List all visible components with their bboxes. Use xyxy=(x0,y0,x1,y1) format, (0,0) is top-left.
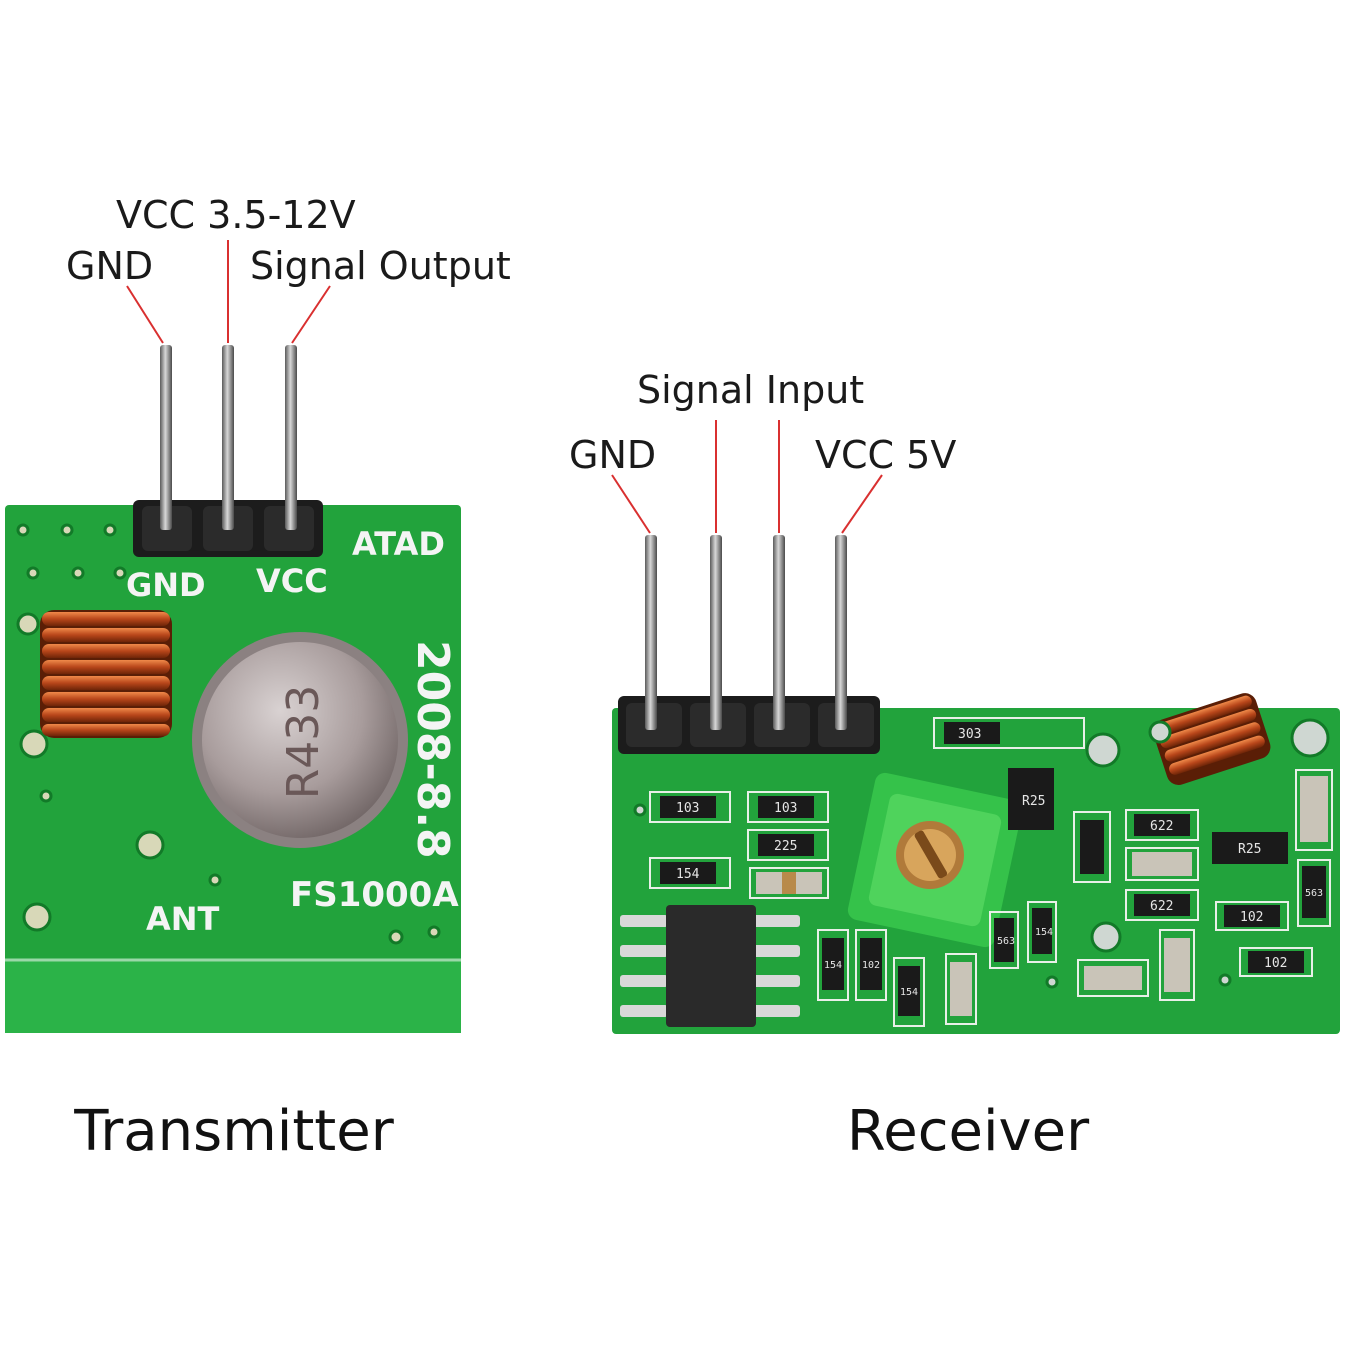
svg-text:154: 154 xyxy=(900,987,918,998)
receiver-vias xyxy=(633,718,1330,989)
receiver-trimmer xyxy=(847,772,1023,948)
transmitter-module: R433 GND VCC ATAD ANT FS1000A 2008-8.8 G… xyxy=(5,193,511,1164)
transmitter-signal-pin xyxy=(285,345,297,530)
rx-vcc-label: VCC 5V xyxy=(815,433,956,477)
svg-text:225: 225 xyxy=(774,839,797,854)
silk-gnd: GND xyxy=(126,566,206,604)
smd-6: 622 xyxy=(1125,809,1199,841)
svg-text:563: 563 xyxy=(997,936,1015,947)
leader-tx-signal xyxy=(291,285,331,344)
smd-14: 154 xyxy=(817,929,849,1001)
transmitter-vcc-pin xyxy=(222,345,234,530)
transmitter-antenna-strip xyxy=(5,960,461,1033)
smd-16: 154 xyxy=(893,957,925,1027)
svg-text:R25: R25 xyxy=(1022,794,1045,809)
svg-text:R25: R25 xyxy=(1238,842,1261,857)
tx-signal-label: Signal Output xyxy=(250,244,511,288)
receiver-ic xyxy=(620,905,800,1027)
silk-vcc: VCC xyxy=(256,562,328,600)
svg-text:102: 102 xyxy=(1264,956,1287,971)
smd-9: 563 xyxy=(989,911,1019,969)
resonator-marking: R433 xyxy=(278,685,329,800)
leader-rx-vcc xyxy=(841,474,883,534)
smd-13: 563 xyxy=(1297,859,1331,927)
svg-text:103: 103 xyxy=(774,801,797,816)
svg-text:154: 154 xyxy=(824,960,842,971)
receiver-pin-header xyxy=(618,696,880,754)
smd-10: 154 xyxy=(1027,901,1057,963)
tx-gnd-label: GND xyxy=(66,244,153,288)
receiver-smd-components: 303 103 103 225 154 R25 622 622 R25 563 … xyxy=(649,717,1333,1027)
svg-text:303: 303 xyxy=(958,727,981,742)
smd-15: 102 xyxy=(855,929,887,1001)
receiver-vcc-pin xyxy=(835,535,847,730)
smd-5: R25 xyxy=(1008,768,1054,830)
receiver-gnd-pin xyxy=(645,535,657,730)
receiver-module: 303 103 103 225 154 R25 622 622 R25 563 … xyxy=(569,368,1340,1164)
receiver-coil xyxy=(1152,693,1271,785)
smd-4: 154 xyxy=(649,857,731,889)
transmitter-caption: Transmitter xyxy=(73,1099,394,1164)
smd-7: 622 xyxy=(1125,889,1199,921)
silk-ant: ANT xyxy=(146,900,220,938)
svg-text:102: 102 xyxy=(862,960,880,971)
smd-11: 102 xyxy=(1215,901,1289,931)
smd-8: R25 xyxy=(1212,832,1288,864)
transmitter-vias xyxy=(16,523,441,945)
receiver-pin-labels: GND Signal Input VCC 5V xyxy=(569,368,956,534)
rx-signal-label: Signal Input xyxy=(637,368,864,412)
svg-text:622: 622 xyxy=(1150,819,1173,834)
smd-3: 225 xyxy=(747,829,829,861)
silk-date: 2008-8.8 xyxy=(407,640,458,859)
svg-text:154: 154 xyxy=(1035,927,1053,938)
svg-text:563: 563 xyxy=(1305,888,1323,899)
leader-rx-gnd xyxy=(611,474,651,534)
smd-1: 103 xyxy=(649,791,731,823)
leader-tx-gnd xyxy=(126,285,164,344)
silk-model: FS1000A xyxy=(290,875,459,915)
receiver-caption: Receiver xyxy=(847,1099,1090,1164)
transmitter-coil xyxy=(40,610,172,738)
svg-text:102: 102 xyxy=(1240,910,1263,925)
smd-2: 103 xyxy=(747,791,829,823)
silk-data: ATAD xyxy=(352,525,445,563)
svg-text:103: 103 xyxy=(676,801,699,816)
saw-resonator: R433 xyxy=(192,632,408,848)
transmitter-pin-labels: GND VCC 3.5-12V Signal Output xyxy=(66,193,511,344)
tx-vcc-label: VCC 3.5-12V xyxy=(116,193,356,237)
smd-12: 102 xyxy=(1239,947,1313,977)
transmitter-gnd-pin xyxy=(160,345,172,530)
rx-gnd-label: GND xyxy=(569,433,656,477)
svg-text:622: 622 xyxy=(1150,899,1173,914)
svg-text:154: 154 xyxy=(676,867,700,882)
receiver-signal-pin-2 xyxy=(773,535,785,730)
smd-0: 303 xyxy=(933,717,1085,749)
receiver-signal-pin-1 xyxy=(710,535,722,730)
